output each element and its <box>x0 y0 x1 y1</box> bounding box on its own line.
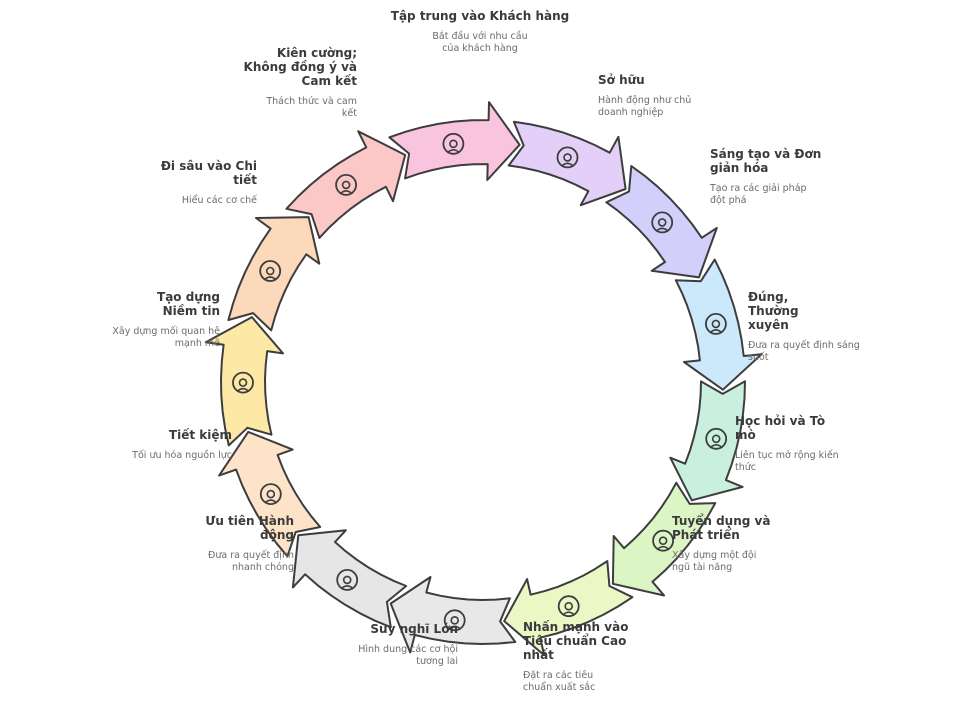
title-hire-develop: Tuyển dụng và Phát triển <box>672 514 771 542</box>
label-hire-develop: Tuyển dụng và Phát triển Xây dựng một độ… <box>672 514 782 574</box>
desc-right-a-lot: Đưa ra quyết định sáng suốt <box>748 340 860 363</box>
think-big-icon <box>705 427 728 450</box>
desc-ownership: Hành động như chủ doanh nghiệp <box>598 95 692 118</box>
action-tree-icon <box>652 529 674 552</box>
recruit-icon <box>651 211 674 234</box>
title-bias-action: Ưu tiên Hành động <box>205 514 294 542</box>
label-right-a-lot: Đúng, Thường xuyên Đưa ra quyết định sán… <box>748 290 878 364</box>
label-invent-simplify: Sáng tạo và Đơn giản hóa Tạo ra các giải… <box>710 147 830 207</box>
label-learn-curious: Học hỏi và Tò mò Liên tục mở rộng kiến t… <box>735 414 845 474</box>
label-earn-trust: Tạo dựng Niềm tin Xây dựng mối quan hệ m… <box>100 290 220 350</box>
title-learn-curious: Học hỏi và Tò mò <box>735 414 826 442</box>
title-earn-trust: Tạo dựng Niềm tin <box>157 290 220 318</box>
arrow-segment <box>227 216 321 332</box>
desc-think-big: Hình dung các cơ hội tương lai <box>358 644 458 667</box>
cycle-segment <box>291 529 408 629</box>
trust-people-icon <box>443 609 466 632</box>
cycle-segment <box>507 120 627 207</box>
desc-backbone: Thách thức và cam kết <box>266 96 357 119</box>
title-ownership: Sở hữu <box>598 73 645 87</box>
title-backbone: Kiên cường; Không đồng ý và Cam kết <box>243 46 357 88</box>
customer-cycle-icon <box>232 371 254 394</box>
cycle-segment <box>669 380 746 502</box>
cycle-segment <box>204 316 284 447</box>
table-search-icon <box>336 569 359 591</box>
title-dive-deep: Đi sâu vào Chi tiết <box>160 159 257 187</box>
desc-dive-deep: Hiểu các cơ chế <box>181 195 257 206</box>
cycle-segment <box>389 576 517 654</box>
cycle-segment <box>388 101 521 181</box>
title-right-a-lot: Đúng, Thường xuyên <box>748 290 799 332</box>
arrow-segment <box>389 576 517 654</box>
label-customer-focus: Tập trung vào Khách hàng Bắt đầu với nhu… <box>380 9 580 55</box>
label-bias-action: Ưu tiên Hành động Đưa ra quyết định nhan… <box>184 514 294 574</box>
label-highest-standards: Nhấn mạnh vào Tiêu chuẩn Cao nhất Đặt ra… <box>523 620 633 694</box>
badge-check-icon <box>705 312 727 335</box>
cycle-segment <box>285 130 407 239</box>
cycle-segment <box>503 560 634 657</box>
arrow-segment <box>218 430 322 558</box>
desc-earn-trust: Xây dựng mối quan hệ mạnh mẽ <box>112 326 220 349</box>
desc-learn-curious: Liên tục mở rộng kiến thức <box>735 450 839 473</box>
arrow-segment <box>291 529 408 629</box>
label-ownership: Sở hữu Hành động như chủ doanh nghiệp <box>598 73 718 119</box>
cycle-segment <box>611 481 717 597</box>
arrow-segment <box>285 130 407 239</box>
arrow-segment <box>669 380 746 502</box>
desc-customer-focus: Bắt đầu với nhu cầu của khách hàng <box>432 31 528 54</box>
learning-icon <box>556 146 579 169</box>
title-customer-focus: Tập trung vào Khách hàng <box>390 9 570 23</box>
label-dive-deep: Đi sâu vào Chi tiết Hiểu các cơ chế <box>137 159 257 207</box>
title-think-big: Suy nghĩ Lớn <box>370 622 458 636</box>
decision-flow-icon <box>442 132 465 155</box>
title-frugality: Tiết kiệm <box>168 428 232 442</box>
lightbulb-icon <box>335 173 358 196</box>
desc-bias-action: Đưa ra quyết định nhanh chóng <box>208 550 294 573</box>
cycle-segment <box>218 430 322 558</box>
arrow-segment <box>204 316 284 447</box>
target-icon <box>259 483 282 506</box>
title-invent-simplify: Sáng tạo và Đơn giản hóa <box>710 147 822 175</box>
desc-invent-simplify: Tạo ra các giải pháp đột phá <box>710 183 807 206</box>
label-frugality: Tiết kiệm Tối ưu hóa nguồn lực <box>92 428 232 462</box>
savings-icon <box>557 595 580 618</box>
cycle-segment <box>605 165 718 279</box>
desc-frugality: Tối ưu hóa nguồn lực <box>132 450 232 461</box>
label-think-big: Suy nghĩ Lớn Hình dung các cơ hội tương … <box>328 622 458 668</box>
label-backbone: Kiên cường; Không đồng ý và Cam kết Thác… <box>237 46 357 120</box>
cycle-segment <box>227 216 321 332</box>
desc-highest-standards: Đặt ra các tiêu chuẩn xuất sắc <box>523 670 596 693</box>
arrow-segment <box>605 165 718 279</box>
desc-hire-develop: Xây dựng một đội ngũ tài năng <box>672 550 757 573</box>
arrow-segment <box>611 481 717 597</box>
cycle-segment <box>674 258 763 391</box>
ownership-hand-icon <box>259 260 282 282</box>
title-highest-standards: Nhấn mạnh vào Tiêu chuẩn Cao nhất <box>523 620 629 662</box>
arrow-segment <box>503 560 634 657</box>
